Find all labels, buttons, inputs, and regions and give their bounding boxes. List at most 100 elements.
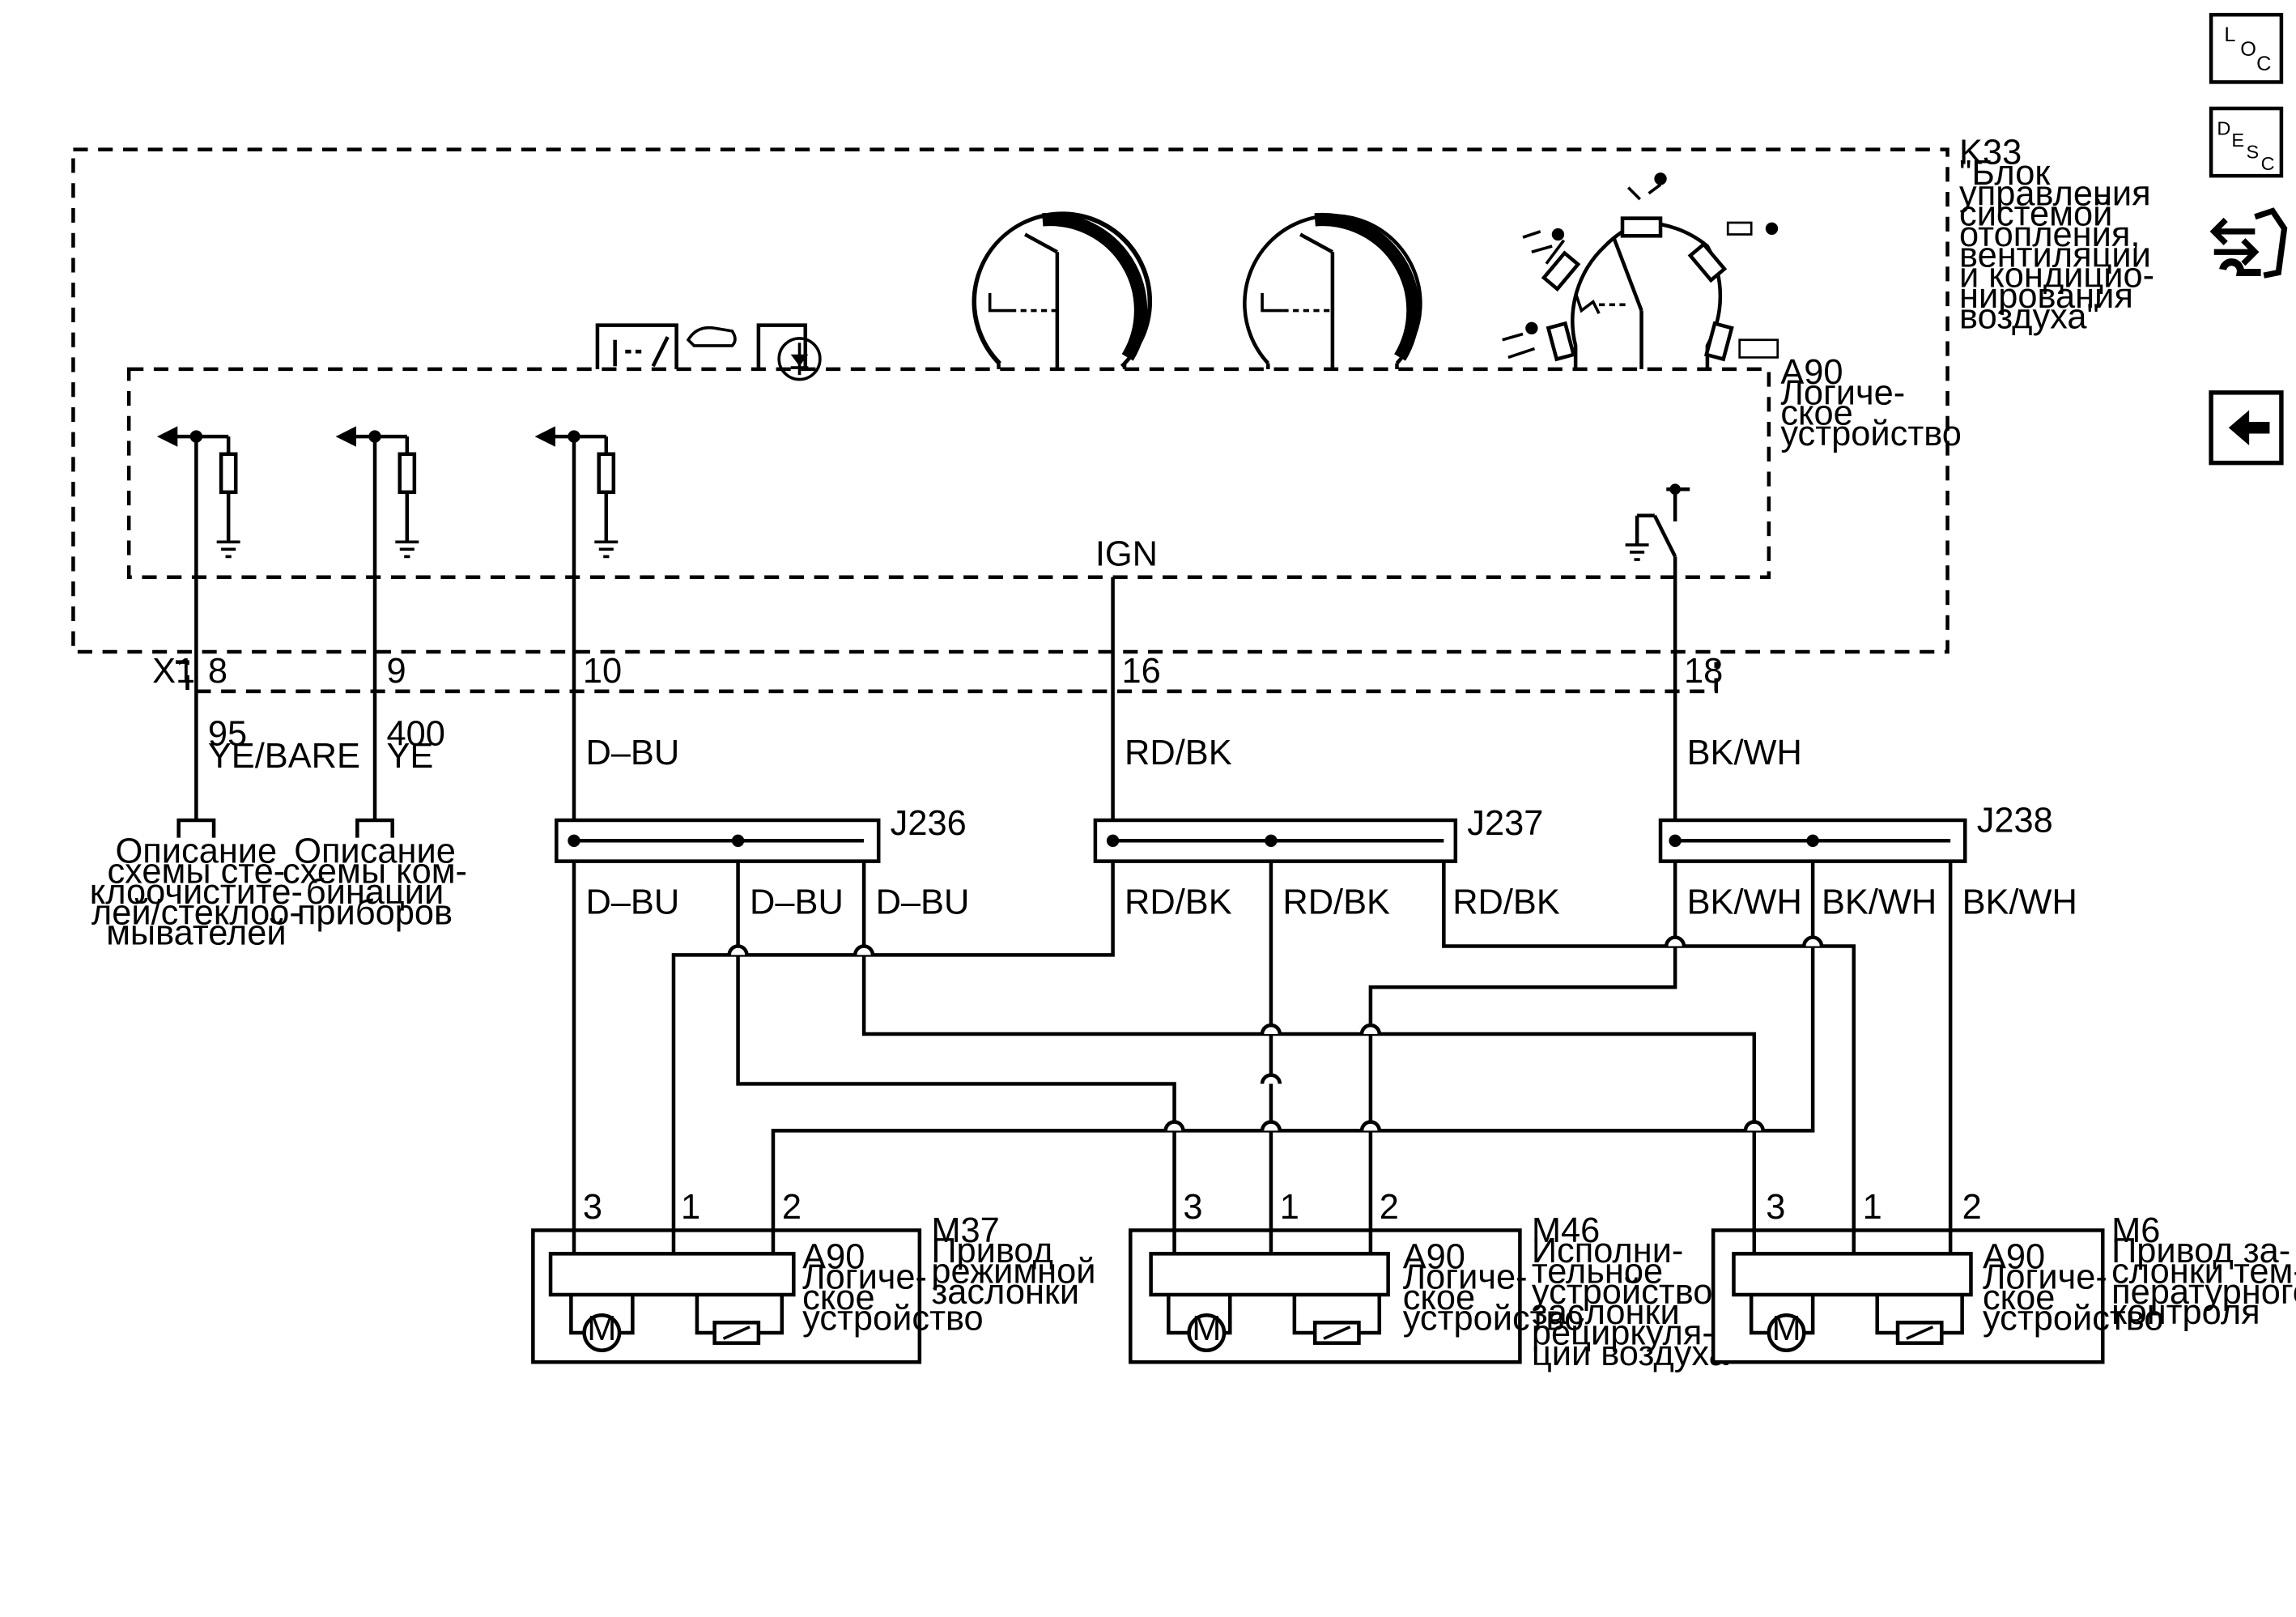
actuator-logic-desc: ское	[1403, 1279, 1475, 1317]
actuator-logic-id: A90	[802, 1237, 865, 1276]
module-desc-4: отопления,	[1959, 215, 2140, 254]
actuator-pin: 2	[1962, 1188, 1982, 1227]
ign-label: IGN	[1095, 534, 1158, 573]
wire-9-terminal	[355, 818, 394, 838]
splice-wire-label: BK/WH	[1687, 883, 1802, 922]
actuator-logic-desc: устройство	[1983, 1299, 2164, 1338]
splice-j236	[555, 818, 881, 863]
pin-8: 8	[208, 652, 227, 691]
actuator-pin: 2	[782, 1188, 801, 1227]
actuator-logic-desc: Логиче-	[1403, 1258, 1528, 1297]
actuator-desc: режимной	[931, 1253, 1095, 1291]
main-wires	[176, 436, 1677, 841]
actuator-m46: M 3 1 2 A90 Логиче- ское устройство M46 …	[1129, 1188, 1729, 1373]
vent-mid-icon	[1626, 183, 1662, 201]
vent-face-icon	[1522, 230, 1566, 265]
module-desc-3: системой	[1959, 195, 2112, 234]
loc-letter: C	[2256, 53, 2271, 75]
module-desc-2: управления	[1959, 174, 2151, 213]
loc-letter: O	[2240, 38, 2256, 61]
distribution-wires	[572, 861, 1953, 1254]
actuator-logic-desc: ское	[802, 1279, 874, 1317]
actuator-desc: устройство	[1532, 1273, 1713, 1312]
actuator-desc: заслонки	[931, 1273, 1079, 1312]
splice-j238	[1658, 818, 1967, 863]
desc-letter: D	[2217, 118, 2230, 139]
motor-symbol: M	[587, 1309, 616, 1348]
loc-button[interactable]: L O C	[2209, 12, 2284, 84]
actuator-logic-desc: ское	[1983, 1279, 2055, 1317]
actuator-pin: 3	[583, 1188, 602, 1227]
connector-id: X1	[152, 652, 195, 691]
vent-floor-icon	[1502, 332, 1536, 360]
pullup-circuit-8	[156, 426, 240, 556]
actuator-pin: 1	[1863, 1188, 1882, 1227]
blower-control-knob	[1243, 212, 1422, 369]
actuator-id: M46	[1532, 1211, 1600, 1250]
actuator-desc: ции воздуха	[1532, 1334, 1729, 1373]
loc-letter: L	[2224, 23, 2235, 46]
actuator-pin: 1	[1280, 1188, 1299, 1227]
actuator-pin: 3	[1766, 1188, 1785, 1227]
desc-letter: S	[2247, 141, 2260, 162]
ref-washer-1: Описание	[116, 832, 278, 870]
ref-washer-5: мывателей	[106, 914, 287, 953]
pullup-circuit-10	[534, 426, 619, 556]
ref-cluster-schematic[interactable]: Описание схемы ком- бинации приборов	[283, 832, 467, 932]
actuator-logic-desc: устройство	[802, 1299, 984, 1338]
motor-symbol: M	[1772, 1309, 1801, 1348]
splice-wire-label: RD/BK	[1125, 883, 1232, 922]
module-id: K33	[1959, 134, 2022, 172]
actuator-pin: 3	[1183, 1188, 1202, 1227]
splice-wire-label: D–BU	[585, 883, 679, 922]
wire-8-circuit: 95	[208, 715, 247, 754]
logic-desc-1: Логиче-	[1780, 373, 1905, 412]
mode-selector-switch	[1502, 172, 1779, 369]
ref-washer-schematic[interactable]: Описание схемы сте- клоочистите- лей/сте…	[90, 832, 303, 952]
actuator-desc: контроля	[2111, 1293, 2260, 1332]
splice-wire-label: BK/WH	[1962, 883, 2077, 922]
actuator-desc: заслонки	[1532, 1293, 1680, 1332]
logic-id: A90	[1780, 353, 1843, 392]
ground-switch-18	[1626, 483, 1690, 560]
logic-a90: A90 Логиче- ское устройство	[126, 353, 1962, 579]
actuator-logic-desc: Логиче-	[1983, 1258, 2107, 1297]
actuator-m37: M 3 1 2 A90 Логиче- ское устройство M37 …	[531, 1188, 1096, 1364]
ref-washer-2: схемы сте-	[107, 853, 285, 891]
sun-sensor	[756, 323, 822, 381]
splice-wire-label: RD/BK	[1452, 883, 1560, 922]
actuator-id: M6	[2111, 1211, 2160, 1250]
splice-j238-label: J238	[1977, 801, 2053, 840]
module-k33: K33 "Блок управления системой отопления,…	[71, 134, 2154, 654]
actuator-desc: тельное	[1532, 1253, 1663, 1291]
motor-symbol: M	[1192, 1309, 1221, 1348]
defrost-floor-icon	[1726, 221, 1753, 236]
wire-9-color: YE	[386, 737, 433, 776]
actuator-logic-id: A90	[1403, 1237, 1465, 1276]
actuator-pin: 1	[681, 1188, 700, 1227]
module-outline	[71, 147, 1949, 654]
pin-18: 18	[1684, 652, 1723, 691]
temperature-control-knob	[972, 211, 1152, 369]
actuator-desc: пературного	[2111, 1273, 2296, 1312]
splice-wire-label: D–BU	[876, 883, 970, 922]
actuator-pin: 2	[1380, 1188, 1399, 1227]
module-desc-7: нирования	[1959, 277, 2133, 316]
module-desc-1: "Блок	[1959, 154, 2051, 193]
pin-16: 16	[1121, 652, 1160, 691]
ref-washer-4: лей/стеклоо-	[91, 893, 301, 932]
connector-x1: X1 8 9 10 16 18	[152, 652, 1723, 694]
ref-cluster-3: бинации	[306, 873, 444, 912]
logic-outline	[126, 367, 1771, 579]
wire-9-circuit: 400	[386, 715, 444, 754]
actuator-logic-desc: устройство	[1403, 1299, 1584, 1338]
connector-diagnostics-icon[interactable]	[2209, 207, 2288, 279]
wire-8-color: YE/BARE	[208, 737, 360, 776]
back-button[interactable]	[2209, 390, 2284, 466]
splice-j236-label: J236	[891, 804, 967, 843]
desc-letter: E	[2231, 130, 2244, 151]
splice-wire-label: D–BU	[750, 883, 844, 922]
actuator-m6: M 3 1 2 A90 Логиче- ское устройство M6 П…	[1711, 1188, 2296, 1364]
desc-button[interactable]: D E S C	[2209, 106, 2284, 178]
